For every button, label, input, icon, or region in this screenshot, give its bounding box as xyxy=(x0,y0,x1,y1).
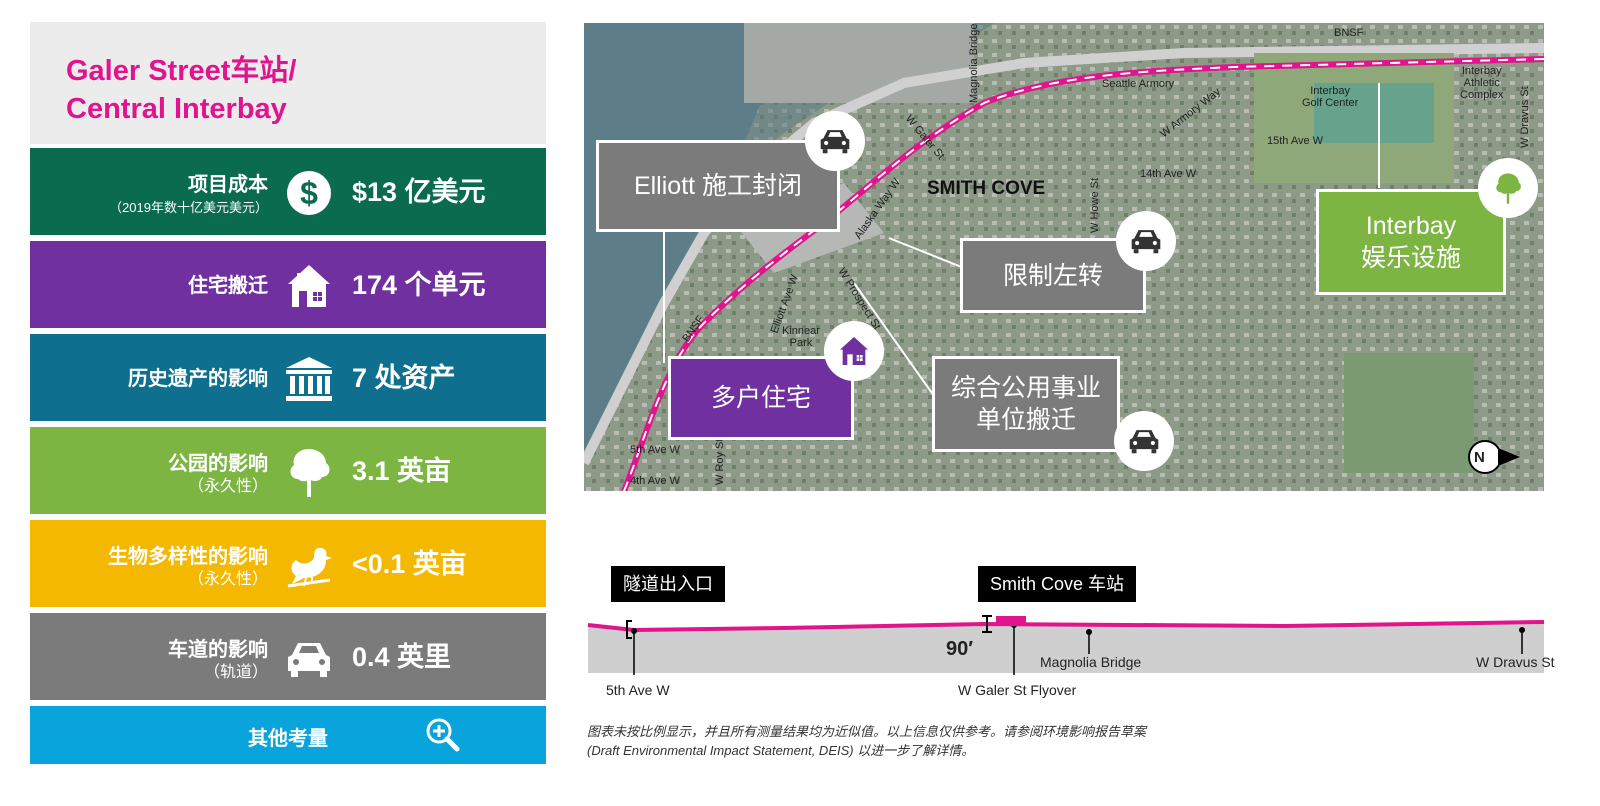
label-magnolia-bridge: Magnolia Bridge xyxy=(968,23,980,104)
label-14th: 14th Ave W xyxy=(1140,168,1197,180)
golf-line-1: Interbay xyxy=(1310,85,1350,97)
more-considerations-button[interactable]: 其他考量 xyxy=(30,706,546,764)
label-kinnear: Kinnear Park xyxy=(782,325,820,349)
car-icon xyxy=(1114,411,1174,471)
disclaimer-note: 图表未按比例显示，并且所有测量结果均为近似值。以上信息仅供参考。请参阅环境影响报… xyxy=(587,722,1146,760)
car-icon xyxy=(805,111,865,171)
row-roadway: 车道的影响 （轨道） 0.4 英里 xyxy=(30,613,546,700)
building-icon xyxy=(286,357,332,401)
house-icon xyxy=(288,265,330,307)
row-label: 车道的影响 xyxy=(168,639,268,661)
row-value: 174 个单元 xyxy=(352,270,486,300)
label-5th-ave: 5th Ave W xyxy=(630,444,680,456)
house-icon xyxy=(824,321,884,381)
note-line-1: 图表未按比例显示，并且所有测量结果均为近似值。以上信息仅供参考。请参阅环境影响报… xyxy=(587,724,1147,739)
magnify-plus-icon[interactable] xyxy=(424,716,462,754)
label-15th: 15th Ave W xyxy=(1267,135,1324,147)
svg-text:$: $ xyxy=(300,175,318,211)
label-roy: W Roy St xyxy=(714,438,726,485)
station-title: Galer Street车站/ Central Interbay xyxy=(66,52,296,128)
tree-icon xyxy=(290,449,330,497)
row-project-cost: 项目成本 （2019年数十亿美元美元） $ $13 亿美元 xyxy=(30,148,546,235)
car-icon xyxy=(288,643,330,677)
profile-flyover: W Galer St Flyover xyxy=(958,682,1077,698)
row-value: 7 处资产 xyxy=(352,363,456,393)
callout-multi-family: 多户住宅 xyxy=(668,356,854,440)
callout-left-turn: 限制左转 xyxy=(960,238,1146,313)
title-line-1: Galer Street车站/ xyxy=(66,55,297,87)
aerial-map: BNSF Seattle Armory W Armory Way Magnoli… xyxy=(584,23,1544,491)
row-label: 项目成本 xyxy=(188,174,268,196)
title-box: Galer Street车站/ Central Interbay xyxy=(30,22,546,144)
golf-line-2: Golf Center xyxy=(1302,97,1359,109)
label-golf: Interbay Golf Center xyxy=(1302,85,1358,109)
car-icon xyxy=(1116,211,1176,271)
kinnear-line-2: Park xyxy=(789,337,813,349)
tree-icon xyxy=(1478,158,1538,218)
utility-line-1: 综合公用事业 xyxy=(950,374,1101,402)
more-label: 其他考量 xyxy=(248,728,328,750)
label-howe: W Howe St xyxy=(1089,177,1101,233)
row-park: 公园的影响 （永久性） 3.1 英亩 xyxy=(30,427,546,514)
interbay-line-1: Interbay xyxy=(1365,212,1457,240)
tunnel-portal-label: 隧道出入口 xyxy=(611,566,725,602)
profile-dravus: W Dravus St xyxy=(1476,654,1555,670)
dollar-icon: $ xyxy=(287,171,331,215)
row-sublabel: （永久性） xyxy=(187,571,268,588)
callout-utility-relocation: 综合公用事业 单位搬迁 xyxy=(932,356,1120,452)
row-label: 住宅搬迁 xyxy=(188,275,268,297)
north-arrow-label: N xyxy=(1474,449,1485,466)
height-label: 90′ xyxy=(946,638,974,660)
row-residential: 住宅搬迁 174 个单元 xyxy=(30,241,546,328)
row-sublabel: （轨道） xyxy=(203,664,268,681)
row-value: $13 亿美元 xyxy=(352,177,486,207)
callout-elliott-closure: Elliott 施工封闭 xyxy=(596,140,840,232)
row-value: 0.4 英里 xyxy=(352,642,452,672)
row-label: 生物多样性的影响 xyxy=(108,546,268,568)
profile-diagram xyxy=(587,615,1545,675)
profile-magnolia: Magnolia Bridge xyxy=(1040,654,1142,670)
label-armory: Seattle Armory xyxy=(1102,78,1175,90)
utility-line-2: 单位搬迁 xyxy=(975,406,1076,434)
interbay-line-2: 娱乐设施 xyxy=(1360,244,1461,272)
kinnear-line-1: Kinnear xyxy=(782,325,820,337)
row-label: 公园的影响 xyxy=(168,453,268,475)
row-value: <0.1 英亩 xyxy=(352,549,467,579)
label-bnsf-top: BNSF xyxy=(1334,27,1364,39)
note-line-2: (Draft Environmental Impact Statement, D… xyxy=(587,743,975,758)
row-value: 3.1 英亩 xyxy=(352,456,452,486)
athletic-line-2: Athletic xyxy=(1463,77,1500,89)
profile-5th-ave: 5th Ave W xyxy=(606,682,670,698)
row-label: 历史遗产的影响 xyxy=(128,368,268,390)
row-biodiversity: 生物多样性的影响 （永久性） <0.1 英亩 xyxy=(30,520,546,607)
label-dravus: W Dravus St xyxy=(1519,86,1531,148)
title-line-2: Central Interbay xyxy=(66,93,287,125)
athletic-line-3: Complex xyxy=(1460,89,1504,101)
row-sublabel: （2019年数十亿美元美元） xyxy=(109,200,268,215)
row-sublabel: （永久性） xyxy=(187,478,268,495)
label-athletic: Interbay Athletic Complex xyxy=(1460,65,1503,101)
station-label: Smith Cove 车站 xyxy=(978,566,1137,602)
row-historic: 历史遗产的影响 7 处资产 xyxy=(30,334,546,421)
bird-icon xyxy=(287,547,332,588)
label-4th-ave: 4th Ave W xyxy=(630,475,680,487)
callout-interbay-recreation: Interbay 娱乐设施 xyxy=(1316,189,1506,295)
neighborhood-label: SMITH COVE xyxy=(927,178,1046,199)
athletic-line-1: Interbay xyxy=(1461,65,1502,77)
